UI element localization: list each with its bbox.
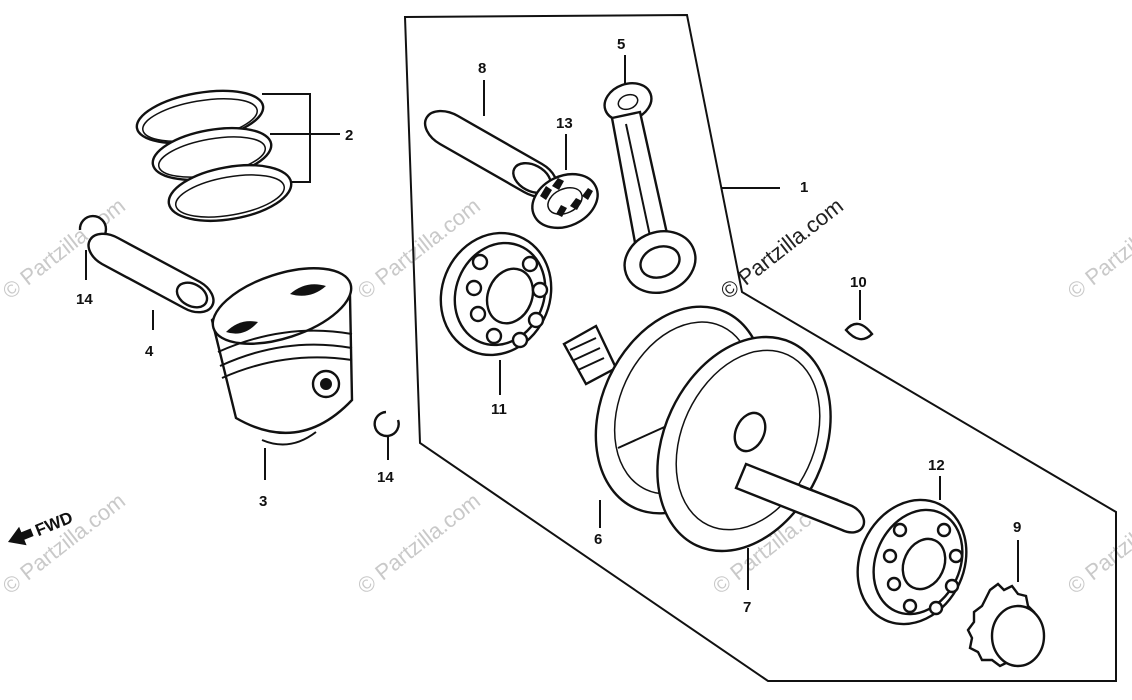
callout-9: 9 bbox=[1013, 519, 1021, 536]
watermark-center: © Partzilla.com bbox=[716, 193, 848, 304]
callout-2: 2 bbox=[345, 127, 353, 144]
callout-14-left: 14 bbox=[76, 291, 93, 308]
callout-5: 5 bbox=[617, 36, 625, 53]
callout-4: 4 bbox=[145, 343, 154, 360]
callout-1: 1 bbox=[800, 179, 808, 196]
callout-numbers: 1 2 3 4 5 6 7 8 9 10 11 12 13 14 14 bbox=[76, 36, 1021, 616]
timing-gear bbox=[966, 540, 1046, 668]
callout-7: 7 bbox=[743, 599, 751, 616]
connecting-rod bbox=[603, 55, 697, 294]
left-ball-bearing bbox=[439, 231, 553, 395]
piston-pin bbox=[87, 232, 215, 330]
callout-3: 3 bbox=[259, 493, 267, 510]
callout-12: 12 bbox=[928, 457, 945, 474]
watermark-3: © Partzilla.com bbox=[1063, 193, 1132, 304]
watermark-5: © Partzilla.com bbox=[353, 488, 485, 599]
piston-rings bbox=[135, 89, 340, 222]
callout-10: 10 bbox=[850, 274, 867, 291]
callout-13: 13 bbox=[556, 115, 573, 132]
woodruff-key bbox=[844, 290, 874, 341]
needle-bearing bbox=[531, 134, 599, 230]
callout-11: 11 bbox=[491, 401, 507, 418]
crankshaft-right bbox=[656, 335, 866, 590]
piston bbox=[210, 267, 354, 480]
crank-pin bbox=[423, 80, 559, 199]
callout-6: 6 bbox=[594, 531, 602, 548]
right-ball-bearing bbox=[856, 476, 968, 626]
piston-pin-clip-right bbox=[373, 410, 400, 460]
crankshaft-assembly-outline bbox=[403, 13, 1117, 682]
callout-14-right: 14 bbox=[377, 469, 394, 486]
callout-8: 8 bbox=[478, 60, 486, 77]
watermark-7: © Partzilla.com bbox=[1063, 488, 1132, 599]
